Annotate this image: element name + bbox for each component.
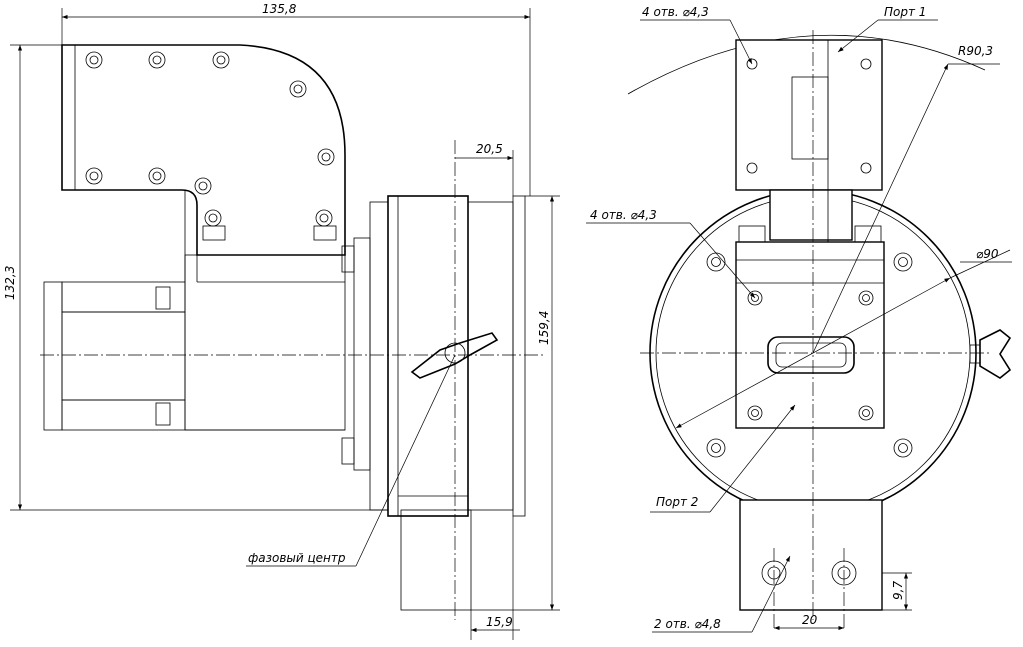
plate-bolts	[85, 51, 335, 227]
label-holes-top: 4 отв. ⌀4,3	[642, 5, 709, 19]
dim-overall-width: 135,8	[262, 2, 297, 16]
side-view: 135,8 132,3 159,4 20,5 15,9 фазовый цент…	[3, 2, 560, 640]
front-view: 4 отв. ⌀4,3 Порт 1 R90,3 4 отв. ⌀4,3 ⌀90…	[586, 5, 1012, 633]
dim-spacing-bottom: 20	[802, 613, 818, 627]
label-port1: Порт 1	[884, 5, 926, 19]
dim-bottom-offset: 15,9	[486, 615, 513, 629]
label-port2: Порт 2	[656, 495, 698, 509]
wing-nut-front	[969, 329, 1012, 379]
label-radius: R90,3	[958, 44, 993, 58]
dim-phase-offset: 20,5	[476, 142, 503, 156]
label-diameter: ⌀90	[976, 247, 999, 261]
dim-height-left: 132,3	[3, 266, 17, 300]
label-holes-bottom: 2 отв. ⌀4,8	[654, 617, 721, 631]
label-phase-center: фазовый центр	[248, 551, 346, 565]
dim-height-bottom: 9,7	[891, 581, 905, 600]
label-holes-mid: 4 отв. ⌀4,3	[590, 208, 657, 222]
dim-height-right: 159,4	[537, 311, 551, 345]
